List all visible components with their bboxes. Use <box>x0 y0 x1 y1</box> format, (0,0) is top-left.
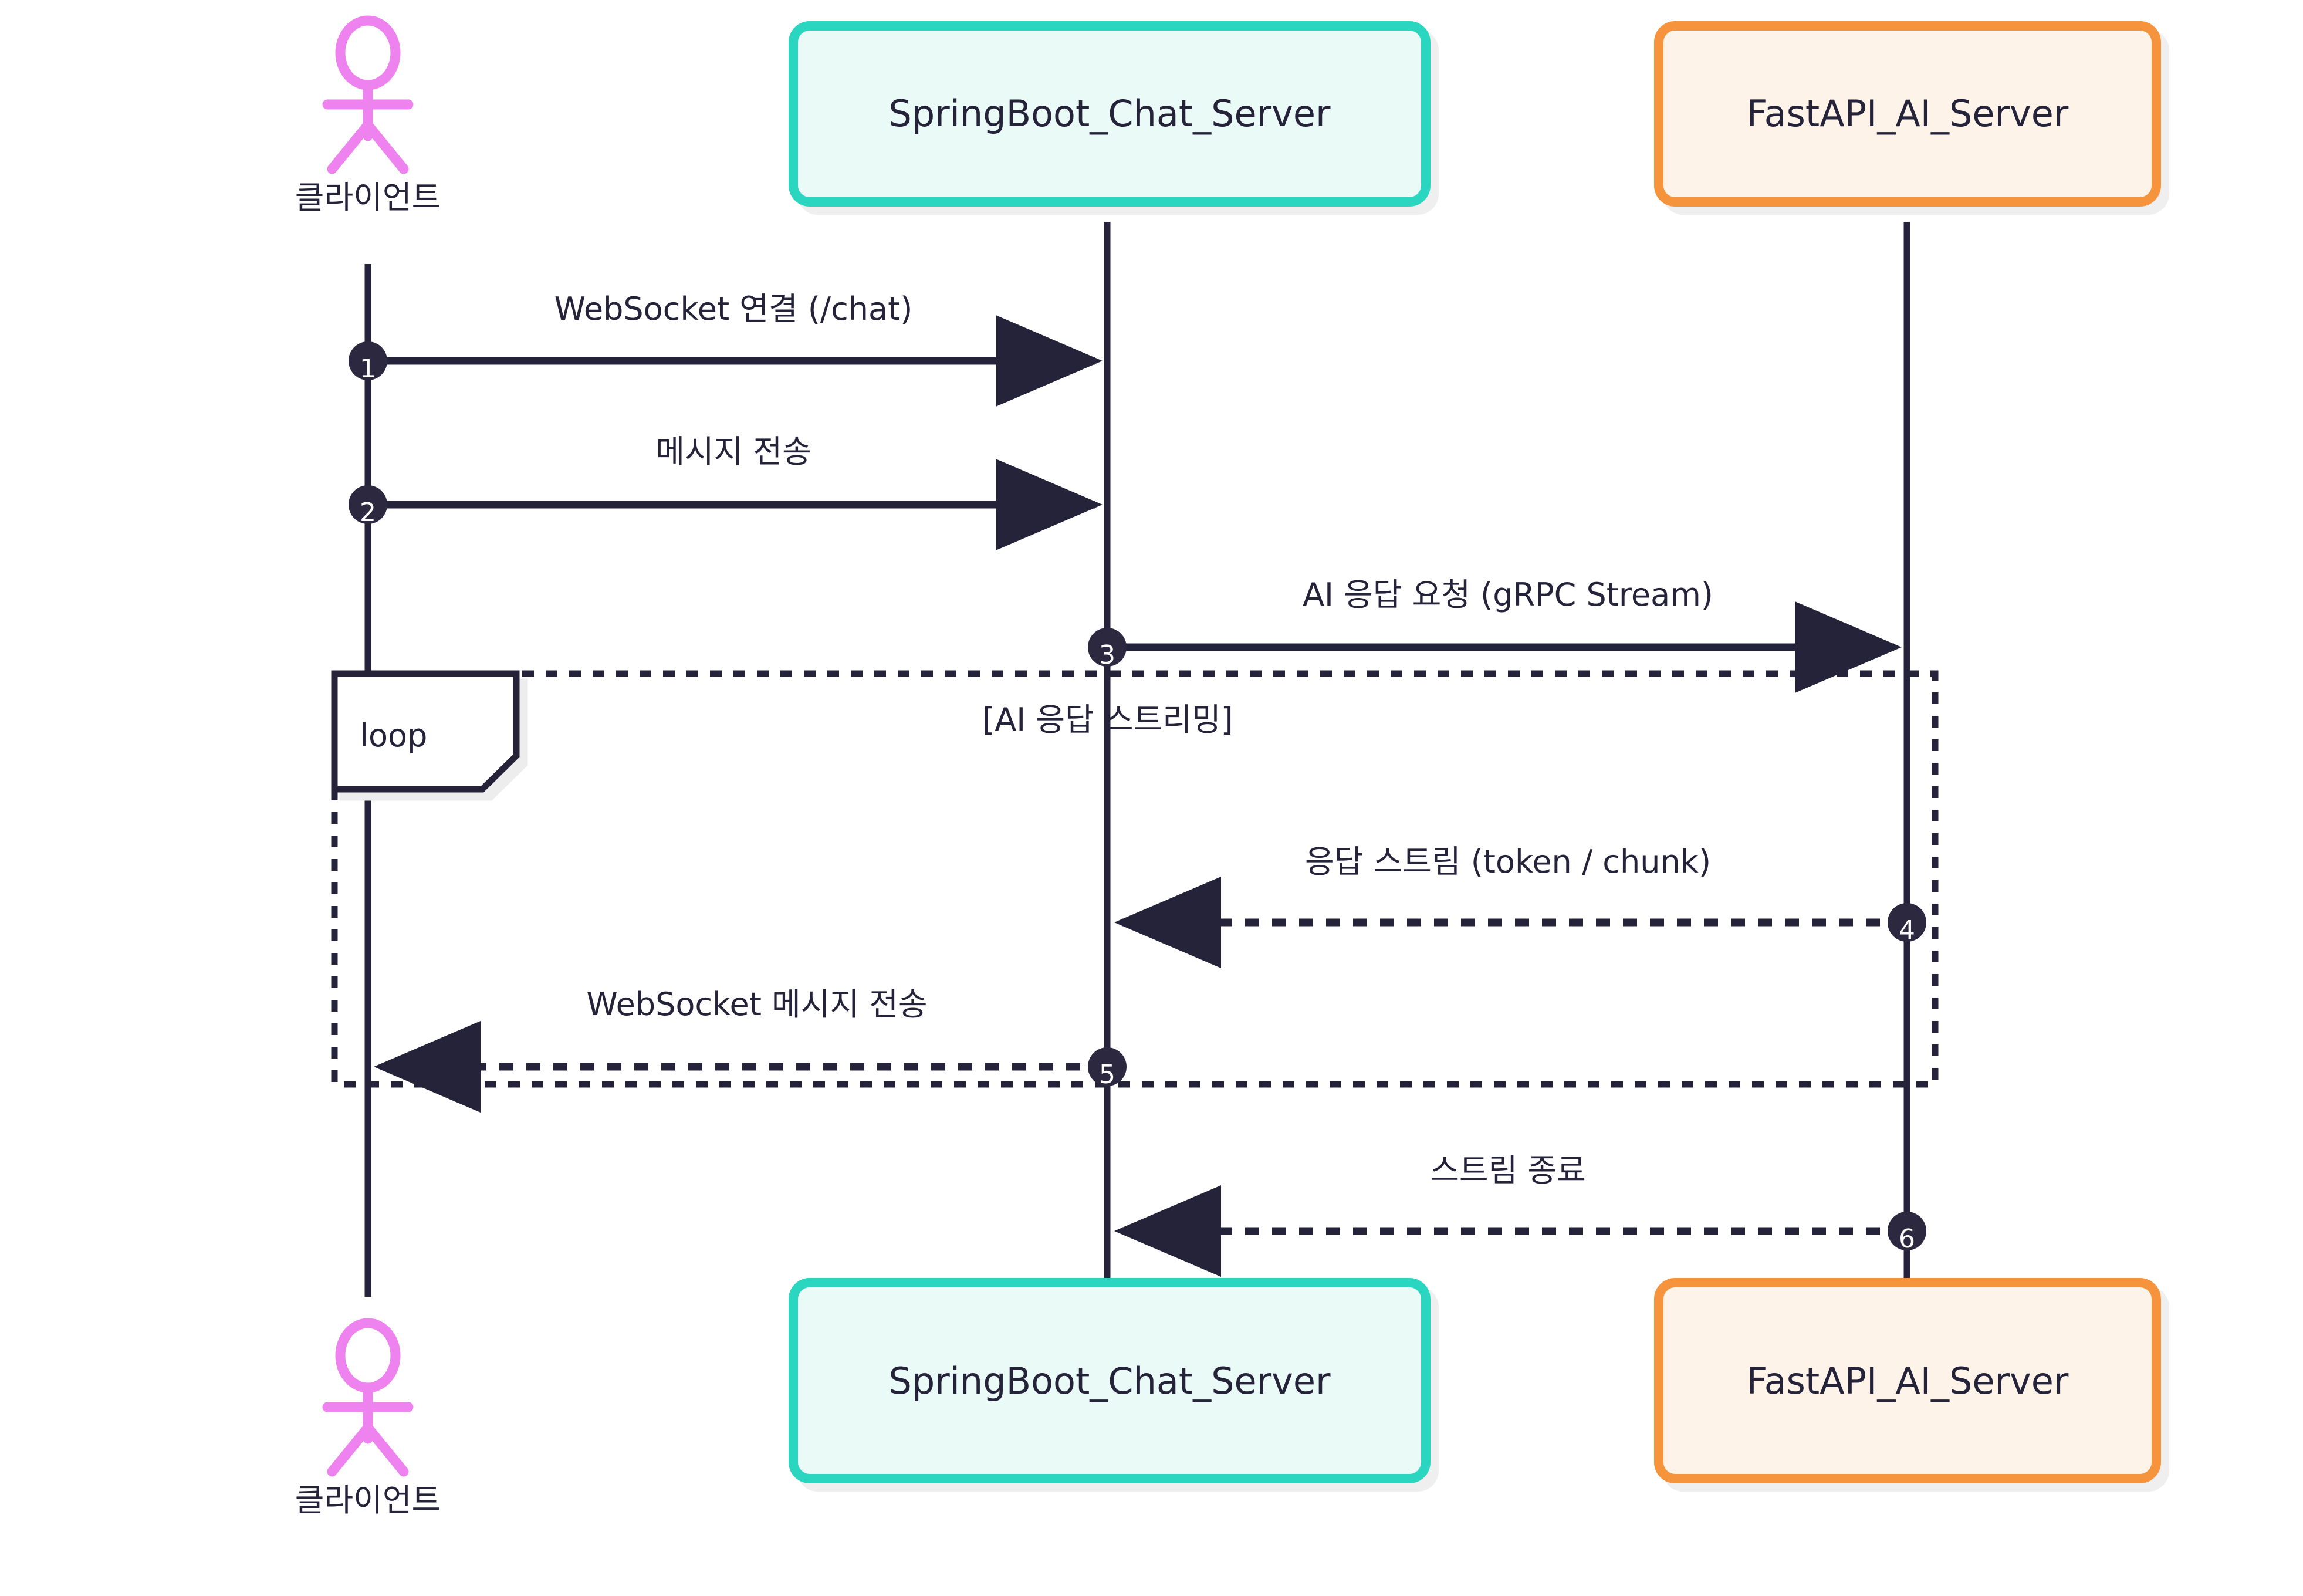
message-5[interactable]: WebSocket 메시지 전송 5 <box>374 986 1127 1113</box>
message-5-number: 5 <box>1099 1060 1115 1090</box>
message-6-label: 스트림 종료 <box>1430 1152 1586 1189</box>
participant-box-springboot-bottom[interactable] <box>789 1278 1431 1483</box>
message-3-number: 3 <box>1099 640 1115 670</box>
message-4[interactable]: 응답 스트림 (token / chunk) 4 <box>1114 843 1926 968</box>
message-4-marker <box>1888 903 1926 942</box>
actor-stick-figure-icon <box>322 15 414 174</box>
participant-header-springboot[interactable]: SpringBoot_Chat_Server <box>789 21 1431 207</box>
message-2-number: 2 <box>360 498 376 528</box>
message-2[interactable]: 메시지 전송 2 <box>349 433 1103 550</box>
participant-label-fastapi-bottom: FastAPI_AI_Server <box>1747 1360 2069 1402</box>
message-5-label: WebSocket 메시지 전송 <box>586 986 927 1023</box>
participant-label-springboot: SpringBoot_Chat_Server <box>889 92 1331 135</box>
participant-header-fastapi[interactable]: FastAPI_AI_Server <box>1654 21 2161 207</box>
message-6-marker <box>1888 1212 1926 1250</box>
message-4-number: 4 <box>1899 915 1915 945</box>
participant-box-fastapi[interactable] <box>1654 21 2161 207</box>
message-1-number: 1 <box>360 354 376 384</box>
message-3-marker <box>1088 628 1127 667</box>
message-5-marker <box>1088 1047 1127 1086</box>
participant-label-fastapi: FastAPI_AI_Server <box>1747 92 2069 135</box>
participant-footer-fastapi[interactable]: FastAPI_AI_Server <box>1654 1278 2161 1483</box>
message-2-marker <box>349 485 387 524</box>
message-6[interactable]: 스트림 종료 6 <box>1114 1152 1926 1277</box>
participant-box-springboot[interactable] <box>789 21 1431 207</box>
loop-title-label: loop <box>360 717 427 754</box>
participant-footer-springboot[interactable]: SpringBoot_Chat_Server <box>789 1278 1431 1483</box>
loop-tag-shape <box>331 670 520 793</box>
message-1-marker <box>349 341 387 380</box>
loop-fragment-border <box>331 670 1939 1088</box>
actor-stick-figure-icon-bottom <box>322 1318 414 1477</box>
message-4-label: 응답 스트림 (token / chunk) <box>1305 843 1711 880</box>
message-3-label: AI 응답 요청 (gRPC Stream) <box>1303 576 1713 613</box>
actor-label-client: 클라이언트 <box>295 179 441 216</box>
participant-footer-client[interactable]: 클라이언트 <box>295 1318 441 1519</box>
lifelines <box>364 222 1910 1297</box>
participant-label-springboot-bottom: SpringBoot_Chat_Server <box>889 1360 1331 1402</box>
message-6-number: 6 <box>1899 1224 1915 1254</box>
message-1-label: WebSocket 연결 (/chat) <box>554 290 913 327</box>
participant-box-fastapi-bottom[interactable] <box>1654 1278 2161 1483</box>
actor-label-client-bottom: 클라이언트 <box>295 1482 441 1519</box>
message-1[interactable]: WebSocket 연결 (/chat) 1 <box>349 290 1103 407</box>
message-2-label: 메시지 전송 <box>655 433 811 470</box>
participant-header-client[interactable]: 클라이언트 <box>295 15 441 216</box>
message-3[interactable]: AI 응답 요청 (gRPC Stream) 3 <box>1088 576 1902 693</box>
loop-condition-label: [AI 응답 스트리밍] <box>982 701 1233 738</box>
loop-fragment[interactable]: loop [AI 응답 스트리밍] <box>331 670 1939 1088</box>
